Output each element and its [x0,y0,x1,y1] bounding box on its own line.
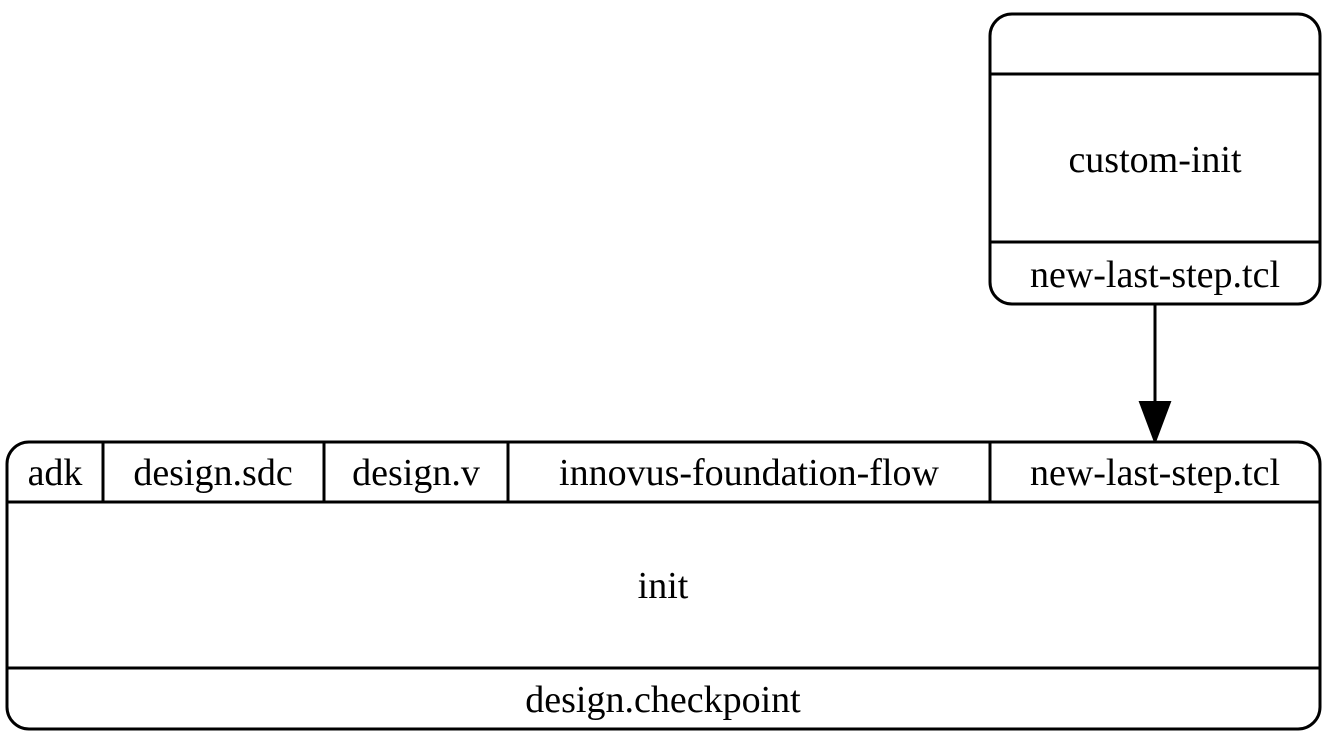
init-input-port-design-v[interactable]: design.v [352,452,480,494]
init-node-border [5,440,1322,731]
custom-init-output-port-new-last-step[interactable]: new-last-step.tcl [1030,254,1280,296]
init-output-port-design-checkpoint[interactable]: design.checkpoint [525,679,801,721]
init-node-title: init [638,565,689,607]
init-node[interactable]: adk design.sdc design.v innovus-foundati… [5,440,1322,731]
init-input-port-adk[interactable]: adk [28,452,83,494]
custom-init-node[interactable]: custom-init new-last-step.tcl [988,12,1322,306]
init-input-port-new-last-step[interactable]: new-last-step.tcl [1030,452,1280,494]
init-input-port-design-sdc[interactable]: design.sdc [133,452,292,494]
custom-init-node-title: custom-init [1068,139,1242,181]
edge-new-last-step [1138,304,1172,445]
init-input-port-innovus-foundation-flow[interactable]: innovus-foundation-flow [559,452,940,494]
arrow-head-icon [1138,401,1172,445]
